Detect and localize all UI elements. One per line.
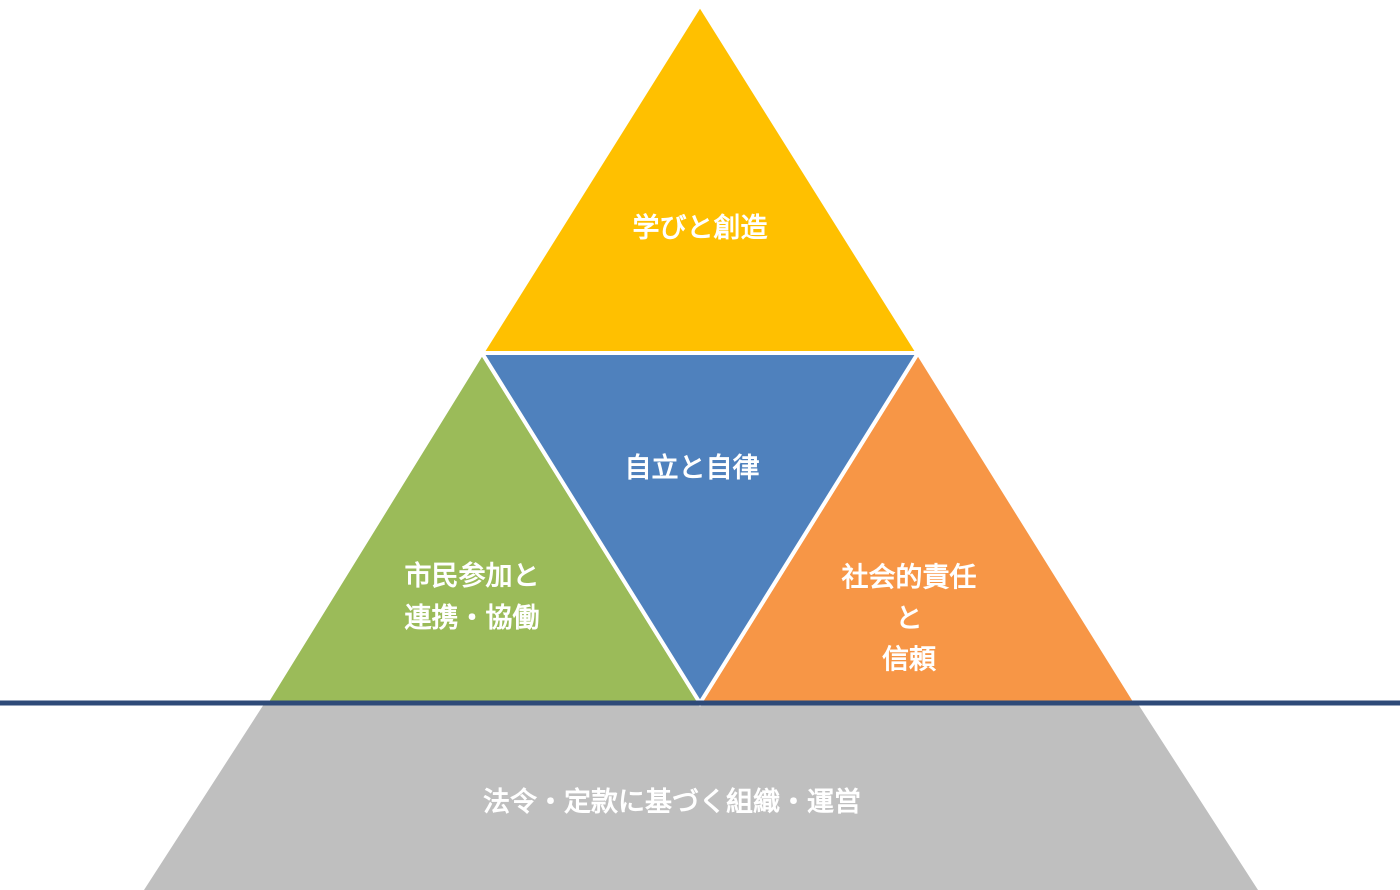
right-label-line: 社会的責任 xyxy=(841,562,977,594)
right-label-line: 信頼 xyxy=(882,644,936,676)
left-label-line: 連携・協働 xyxy=(404,603,540,634)
left-label: 市民参加と連携・協働 xyxy=(405,556,540,640)
base-label: 法令・定款に基づく組織・運営 xyxy=(483,782,861,824)
top-label-line: 学びと創造 xyxy=(632,213,768,244)
top-triangle-shape xyxy=(478,1,922,355)
right-label-line: と xyxy=(895,603,923,635)
center-label: 自立と自律 xyxy=(625,448,760,490)
right-label: 社会的責任と信頼 xyxy=(842,558,977,681)
left-label-line: 市民参加と xyxy=(404,561,540,592)
center-label-line: 自立と自律 xyxy=(624,453,760,484)
top-label: 学びと創造 xyxy=(633,208,768,250)
base-foundation-shape xyxy=(144,704,1258,890)
center-inverted-triangle-shape xyxy=(478,351,922,707)
base-label-line: 法令・定款に基づく組織・運営 xyxy=(483,787,861,818)
